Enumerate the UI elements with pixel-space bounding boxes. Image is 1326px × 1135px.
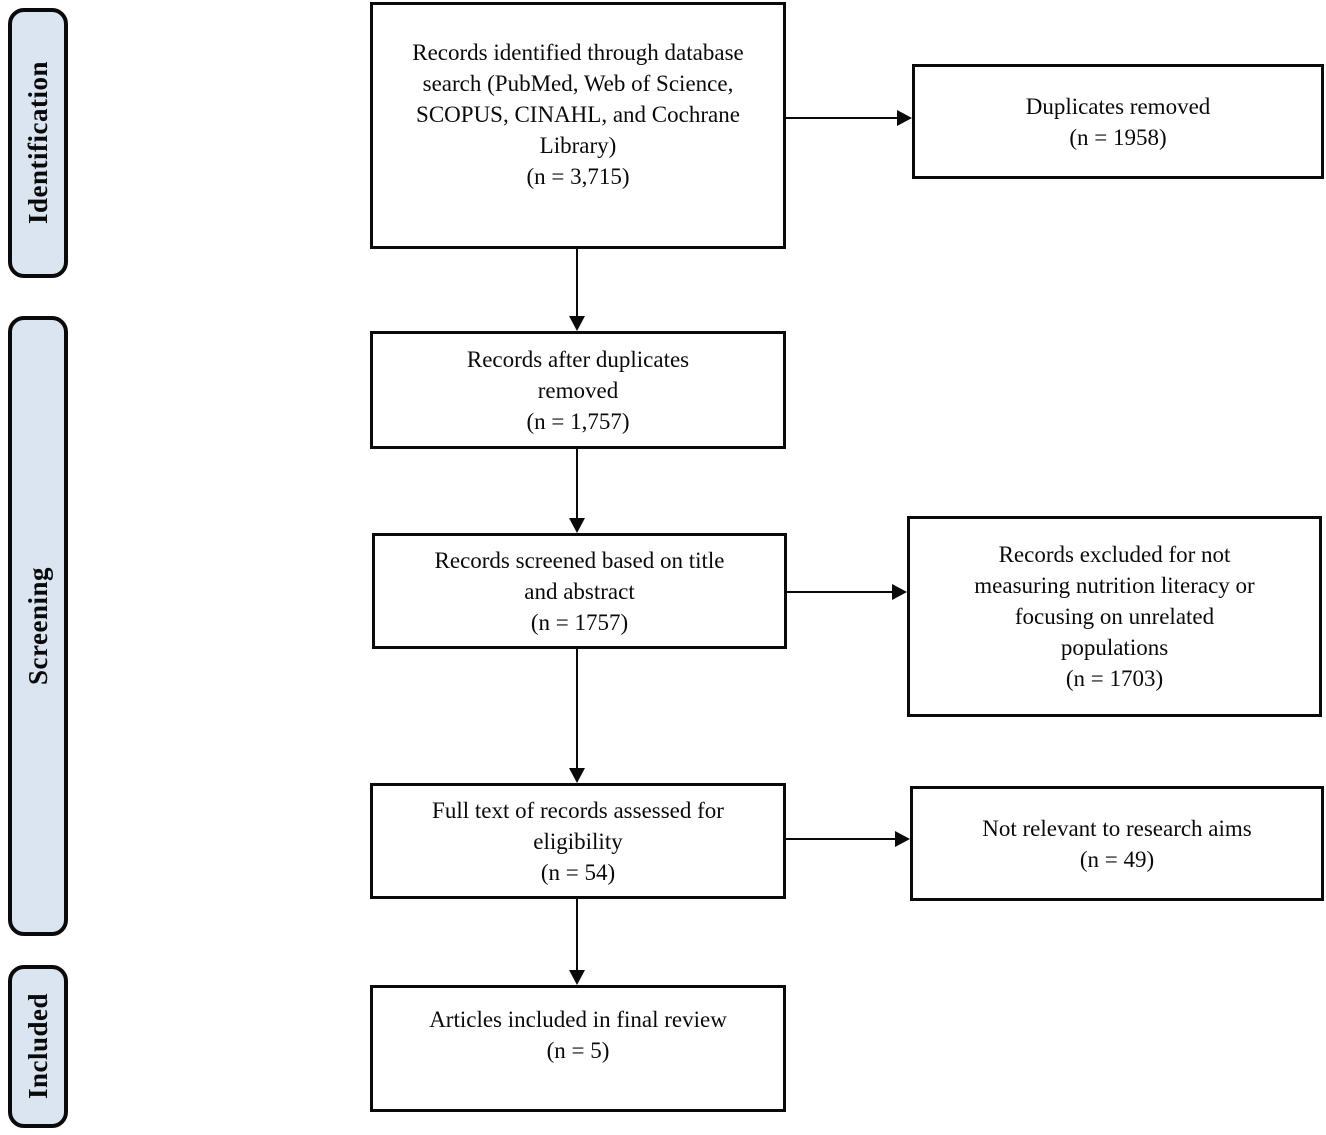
arrow-head-icon [569, 316, 585, 331]
box-records-screened: Records screened based on title and abst… [372, 533, 787, 649]
arrow-line [576, 449, 578, 518]
stage-screening: Screening [8, 316, 68, 936]
arrow-head-icon [892, 584, 907, 600]
stage-identification: Identification [8, 8, 68, 278]
stage-included-label: Included [22, 993, 53, 1100]
arrow-head-icon [895, 831, 910, 847]
arrow-down-identified-to-after-duplicates-icon [569, 249, 585, 331]
arrow-right-screened-to-excluded-icon [787, 584, 907, 600]
arrow-down-full-text-to-included-icon [569, 898, 585, 985]
arrow-head-icon [897, 110, 912, 126]
arrow-down-after-duplicates-to-screened-icon [569, 449, 585, 533]
box-full-text-assessed: Full text of records assessed for eligib… [370, 783, 786, 899]
box-records-excluded: Records excluded for not measuring nutri… [907, 516, 1322, 717]
stage-identification-label: Identification [22, 61, 53, 225]
arrow-line [787, 591, 892, 593]
arrow-line [576, 249, 578, 316]
box-duplicates-removed: Duplicates removed (n = 1958) [912, 64, 1324, 179]
arrow-head-icon [569, 518, 585, 533]
box-records-identified: Records identified through database sear… [370, 2, 786, 249]
arrow-right-full-text-to-not-relevant-icon [786, 831, 910, 847]
arrow-line [576, 898, 578, 970]
arrow-down-screened-to-full-text-icon [569, 649, 585, 783]
box-not-relevant: Not relevant to research aims (n = 49) [910, 786, 1324, 901]
arrow-right-identified-to-duplicates-removed-icon [786, 110, 912, 126]
arrow-head-icon [569, 970, 585, 985]
box-articles-included: Articles included in final review (n = 5… [370, 985, 786, 1112]
arrow-line [786, 117, 897, 119]
stage-included: Included [8, 965, 68, 1128]
arrow-line [786, 838, 895, 840]
arrow-line [576, 649, 578, 768]
box-records-after-duplicates: Records after duplicates removed (n = 1,… [370, 331, 786, 449]
arrow-head-icon [569, 768, 585, 783]
stage-screening-label: Screening [22, 567, 53, 685]
